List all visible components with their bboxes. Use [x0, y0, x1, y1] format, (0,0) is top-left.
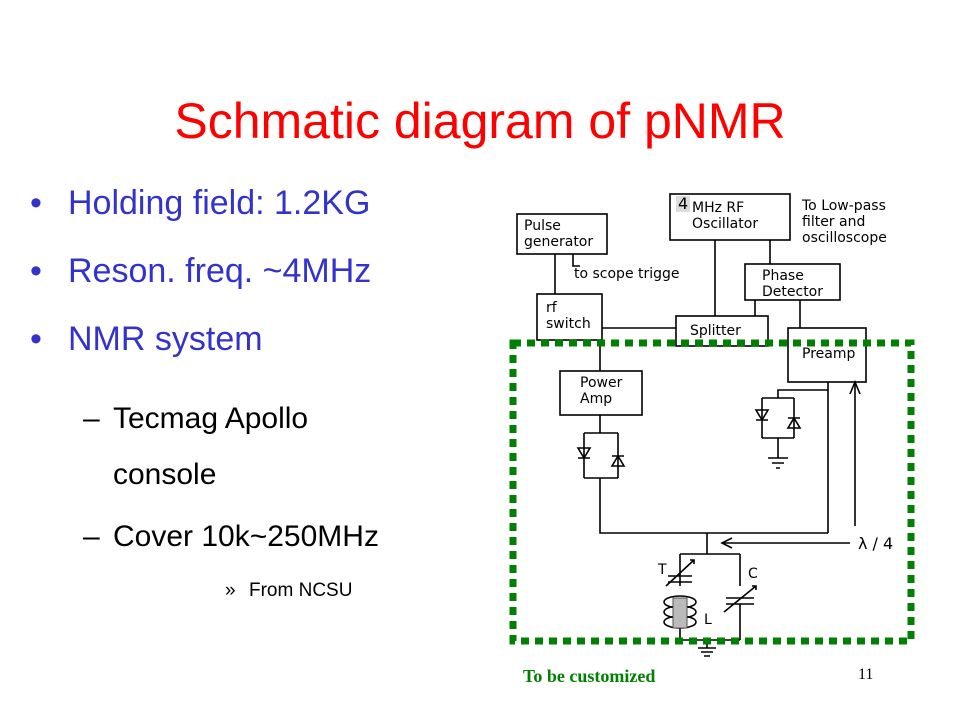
pulse-generator-box	[516, 213, 608, 255]
to-be-customized-note: To be customized	[523, 666, 656, 686]
scope-trigger-label: to scope trigge	[574, 266, 680, 282]
sub-bullet-cover: – Cover 10k~250MHz	[83, 520, 379, 554]
coil-t-label: T	[658, 562, 667, 578]
bullet-marker: •	[30, 184, 42, 222]
diode-right-b	[786, 416, 802, 429]
bullet-marker: •	[30, 320, 42, 358]
diode-left-b	[610, 454, 626, 467]
phase-detector-box	[744, 263, 841, 301]
slide-title: Schmatic diagram of pNMR	[174, 93, 786, 149]
bullet-text: NMR system	[68, 320, 263, 358]
variable-cap-c	[723, 585, 757, 613]
coil-l-label: L	[704, 612, 712, 628]
sub-bullet-text: Cover 10k~250MHz	[113, 520, 379, 553]
wire-diode-to-preamp	[777, 389, 828, 398]
subsub-marker: »	[225, 580, 236, 601]
arrow-up	[849, 379, 861, 395]
sub-bullet-tecmag-line2: console	[113, 458, 216, 492]
bullet-text: Holding field: 1.2KG	[68, 184, 371, 222]
lambda-label: λ / 4	[858, 534, 894, 553]
splitter-box	[675, 315, 769, 347]
dash-marker: –	[83, 402, 100, 435]
bullet-marker: •	[30, 252, 42, 290]
preamp-label: Preamp	[802, 346, 856, 362]
oscillator-prefix-label: 4	[676, 194, 691, 213]
cap-t-plates	[668, 575, 692, 583]
wire-to-junction	[599, 478, 828, 534]
lambda-arrowhead	[720, 537, 733, 549]
subsub-bullet-ncsu: » From NCSU	[225, 580, 353, 602]
page-number: 11	[858, 666, 874, 683]
oscillator-box	[669, 193, 791, 241]
customization-highlight-box	[509, 339, 915, 645]
ground-right	[768, 438, 788, 469]
schematic-drawing	[509, 193, 915, 657]
sub-bullet-text: Tecmag Apollo	[113, 402, 309, 435]
subsub-bullet-text: From NCSU	[249, 580, 353, 601]
diode-right-a	[754, 409, 770, 422]
cap-c-label: C	[748, 566, 758, 582]
coil-core	[672, 597, 688, 629]
bullet-nmr-system: • NMR system	[30, 312, 470, 380]
splitter-label: Splitter	[690, 323, 741, 339]
diode-left-a	[576, 447, 592, 460]
bullet-text: Reson. freq. ~4MHz	[68, 252, 372, 290]
bullet-reson-freq: • Reson. freq. ~4MHz	[30, 244, 470, 312]
dash-marker: –	[83, 520, 100, 553]
power-amp-box	[559, 370, 643, 416]
diode-pair-left	[583, 432, 619, 479]
sub-bullet-tecmag: – Tecmag Apollo	[83, 402, 309, 436]
bullet-list: • Holding field: 1.2KG • Reson. freq. ~4…	[30, 176, 470, 380]
preamp-box	[787, 327, 867, 383]
sub-bullet-text: console	[113, 458, 217, 491]
bullet-holding-field: • Holding field: 1.2KG	[30, 176, 470, 244]
wire-trigger	[572, 254, 580, 267]
